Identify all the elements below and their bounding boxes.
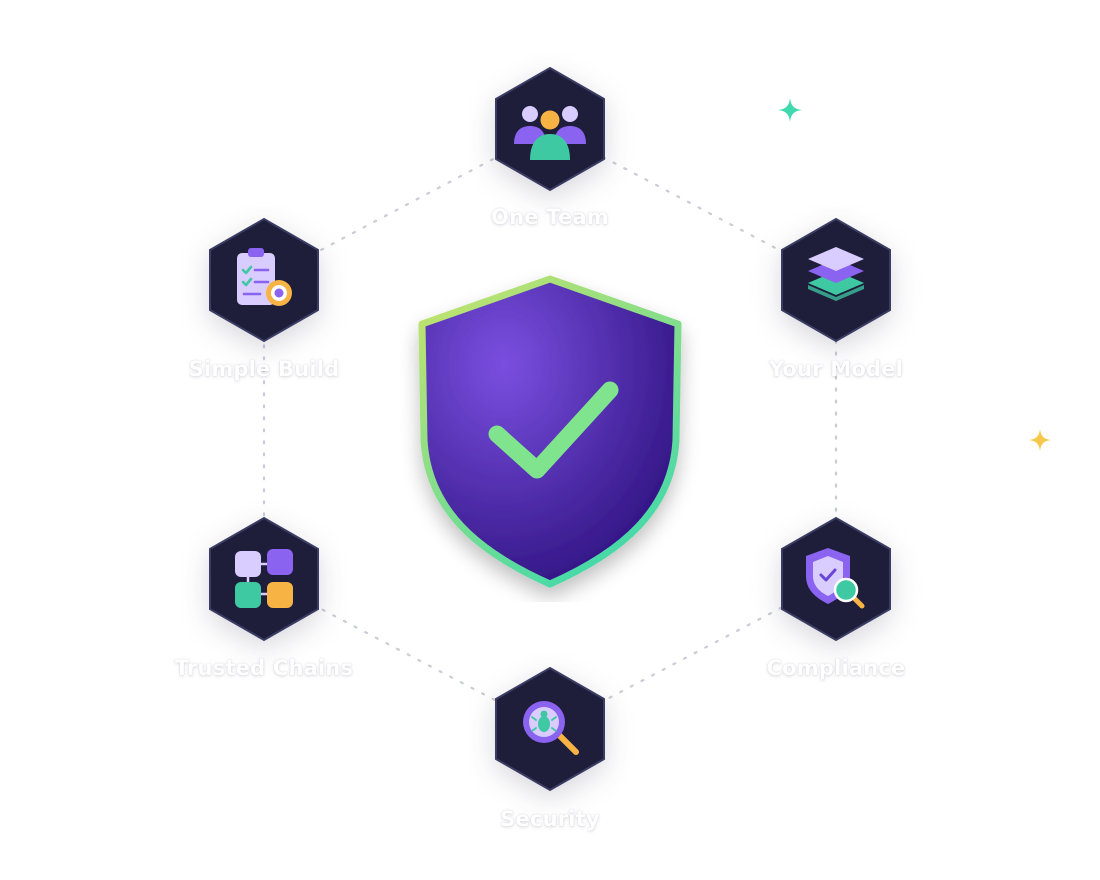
node-label: Simple Build bbox=[188, 357, 340, 381]
node-one-team[interactable] bbox=[490, 64, 610, 194]
layers-icon bbox=[808, 247, 864, 301]
flow-blocks-icon bbox=[235, 549, 293, 608]
node-security[interactable] bbox=[490, 664, 610, 794]
shield-check-icon bbox=[418, 275, 682, 588]
clipboard-settings-icon bbox=[237, 248, 292, 306]
bug-search-icon bbox=[523, 701, 579, 755]
node-your-model[interactable] bbox=[776, 215, 896, 345]
node-trusted-chains[interactable] bbox=[204, 514, 324, 644]
node-label: Compliance bbox=[766, 656, 906, 680]
sparkle-icon bbox=[778, 98, 802, 122]
node-label: Your Model bbox=[768, 357, 904, 381]
node-label: One Team bbox=[491, 205, 609, 229]
node-simple-build[interactable] bbox=[204, 215, 324, 345]
center-shield bbox=[400, 262, 700, 602]
team-icon bbox=[514, 106, 586, 160]
sparkle-icon bbox=[1028, 428, 1052, 452]
node-compliance[interactable] bbox=[776, 514, 896, 644]
node-label: Security bbox=[500, 807, 600, 831]
node-label: Trusted Chains bbox=[174, 656, 354, 680]
shield-search-icon bbox=[806, 548, 865, 609]
check-mark bbox=[488, 381, 619, 479]
